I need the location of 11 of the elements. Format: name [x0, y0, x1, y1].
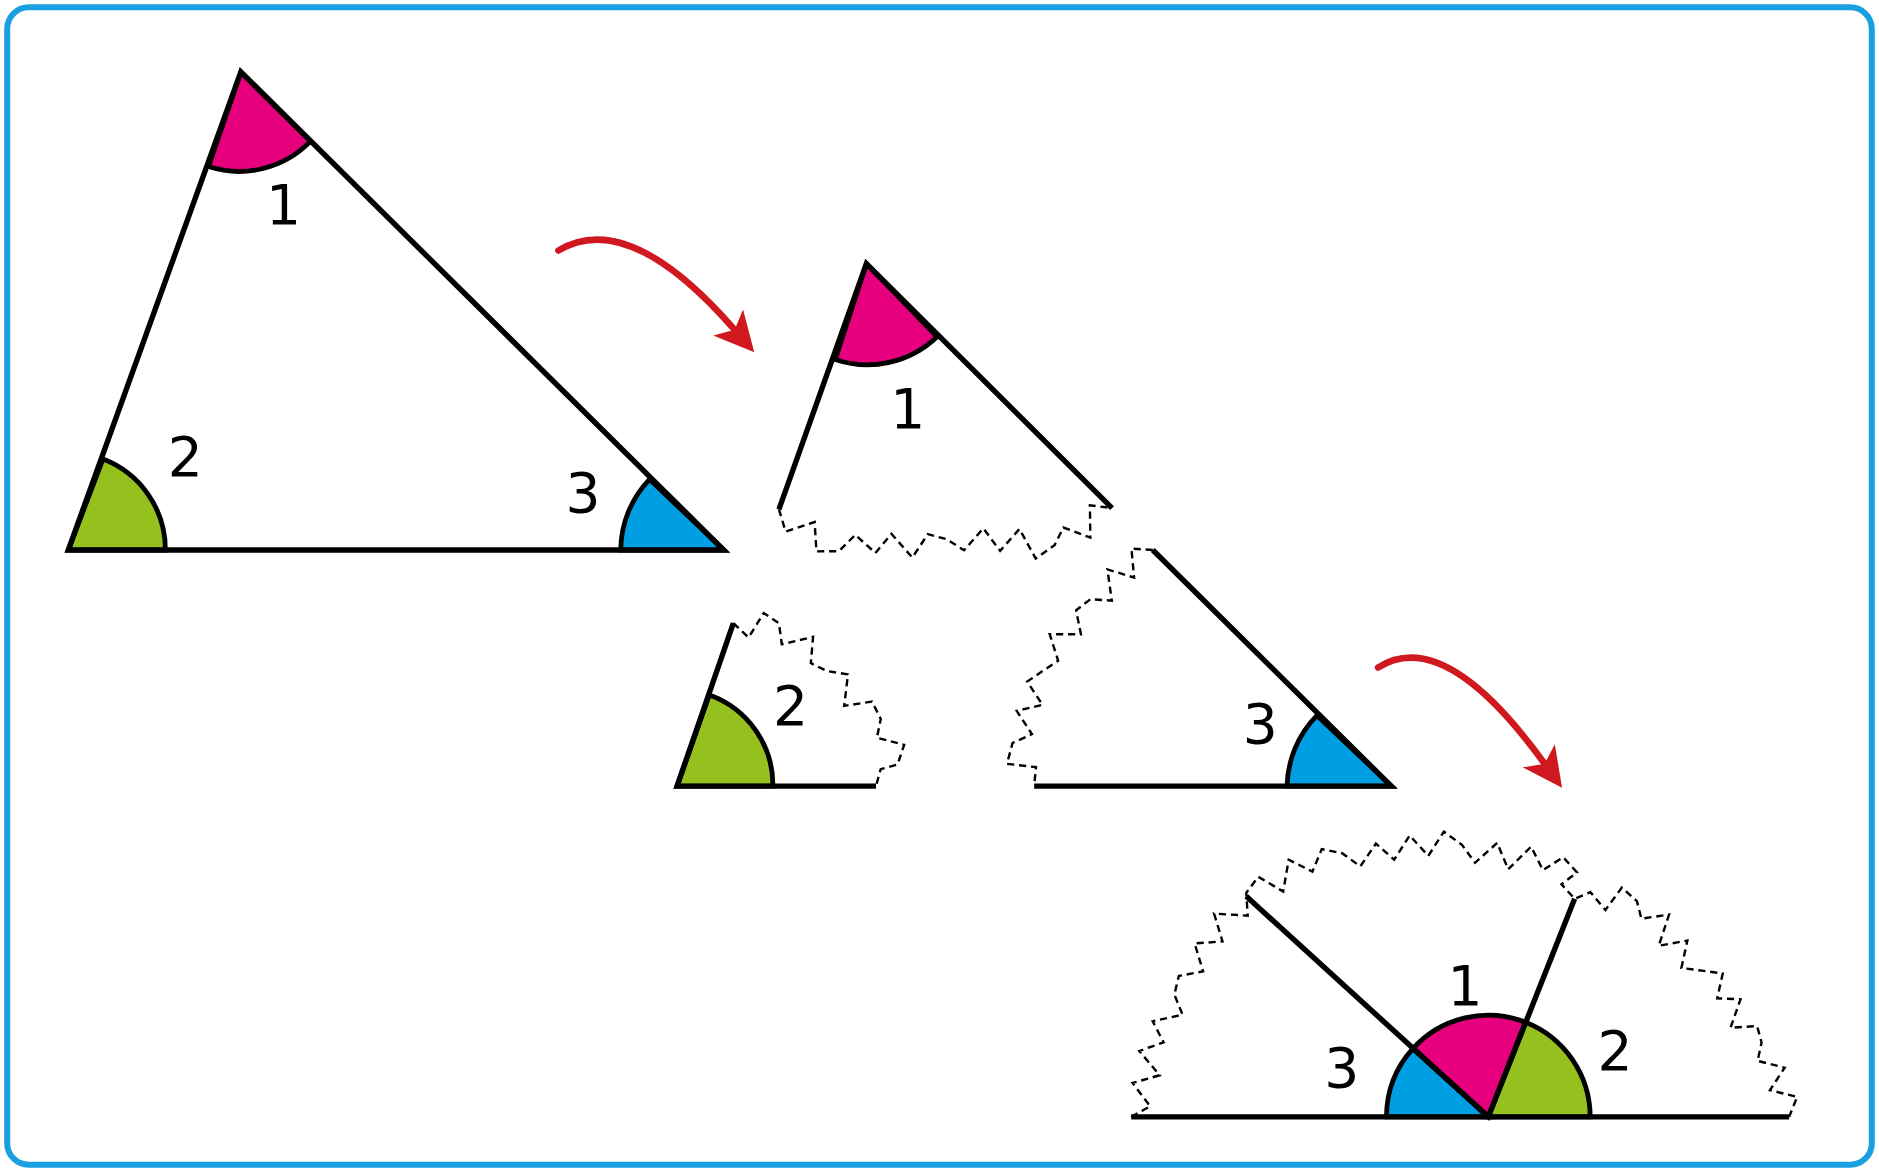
angle-number: 3: [565, 464, 601, 521]
angle-number: 3: [1242, 696, 1278, 752]
angle-number: 2: [1597, 1023, 1633, 1079]
angle-number: 2: [167, 429, 203, 485]
angle-number: 3: [1324, 1040, 1360, 1096]
angle-number: 1: [890, 381, 926, 437]
angle-number: 1: [266, 177, 302, 233]
curved-arrow: [555, 236, 755, 352]
curved-arrow: [1374, 654, 1563, 788]
angle-number: 2: [772, 678, 808, 734]
angle-number: 1: [1447, 958, 1483, 1014]
